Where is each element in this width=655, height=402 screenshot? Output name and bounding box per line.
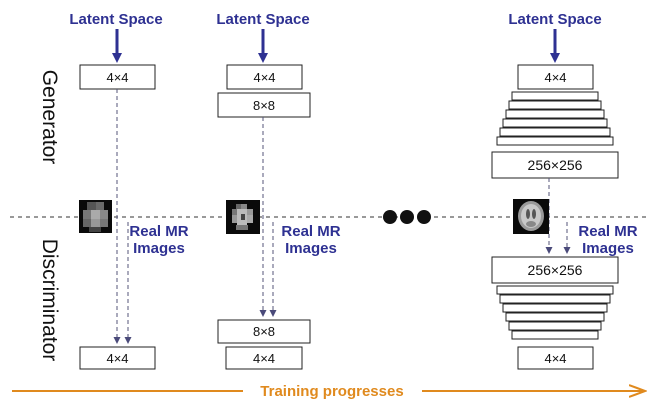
stage2-disc-box-label-1: 8×8: [253, 324, 275, 339]
stage3-gen-box-256x256: [491, 151, 619, 179]
stage1-gen-box-label: 4×4: [106, 70, 128, 85]
stage2-disc-box-label-2: 4×4: [253, 351, 275, 366]
stage3-disc-box-bottom-label: 4×4: [544, 351, 566, 366]
stage1-latent-label: Latent Space: [69, 11, 162, 28]
stage2-disc-box-4x4: [225, 346, 303, 370]
stage1-disc-box-label: 4×4: [106, 351, 128, 366]
stage3-real-label-1: Real MR: [578, 223, 637, 240]
stage3-gen-layer-stack: [496, 91, 614, 146]
stage3-disc-box-4x4: [517, 346, 594, 370]
stage1-disc-box-4x4: [79, 346, 156, 370]
stage2-gen-box-8x8: [217, 92, 311, 118]
stage2-real-label-1: Real MR: [281, 223, 340, 240]
stage2-latent-label: Latent Space: [216, 11, 309, 28]
stage2-real-label-2: Images: [285, 240, 337, 257]
stage3-mr-thumbnail: [513, 199, 549, 234]
stage3-disc-box-256x256: [491, 256, 619, 284]
stage3-real-label-2: Images: [582, 240, 634, 257]
stage3-gen-box-4x4: [517, 64, 594, 90]
stage3-gen-box-bottom-label: 256×256: [528, 157, 583, 173]
generator-label: Generator: [38, 70, 61, 165]
stage1-mr-thumbnail: [79, 200, 112, 233]
stage2-gen-box-4x4: [226, 64, 303, 90]
stage1-gen-box-4x4: [79, 64, 156, 90]
stage2-gen-box-label-2: 8×8: [253, 98, 275, 113]
stage1-real-label-2: Images: [133, 240, 185, 257]
stage3-latent-label: Latent Space: [508, 11, 601, 28]
stage1-real-label-1: Real MR: [129, 223, 188, 240]
stage2-gen-box-label-1: 4×4: [253, 70, 275, 85]
progress-label: Training progresses: [260, 383, 403, 400]
stage3-gen-box-top-label: 4×4: [544, 70, 566, 85]
stage3-disc-layer-stack: [496, 285, 614, 340]
ellipsis-dots: [383, 210, 431, 224]
stage2-mr-thumbnail: [226, 200, 260, 234]
stage3-disc-box-top-label: 256×256: [528, 262, 583, 278]
stage2-disc-box-8x8: [217, 319, 311, 344]
discriminator-label: Discriminator: [38, 239, 61, 362]
